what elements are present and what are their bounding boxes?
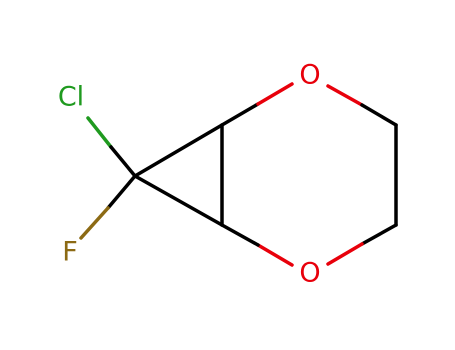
bond-c-cl-carbon <box>109 145 137 178</box>
bond-c-o1-carbon <box>220 102 260 127</box>
bond-c-o1-oxygen <box>256 82 294 106</box>
bond-c-f-carbon <box>106 174 137 210</box>
bond-c-f-halogen <box>79 206 110 240</box>
bond-cyclopropane-top <box>133 123 224 178</box>
atom-label-oxygen-upper: O <box>299 60 320 91</box>
bond-ch2-o2-oxygen <box>326 242 364 266</box>
bond-cyclopropane-bottom <box>133 174 224 227</box>
atom-label-fluorine: F <box>62 237 78 268</box>
bond-o1-ch2-carbon <box>360 103 398 127</box>
bond-o1-ch2-oxygen <box>326 84 364 107</box>
bond-ch2-o2-carbon <box>360 223 398 246</box>
bond-c-o2-carbon <box>220 223 260 247</box>
bond-c-cl-halogen <box>86 116 113 149</box>
bond-c-o2-oxygen <box>256 243 294 267</box>
atom-label-chlorine: Cl <box>58 82 84 113</box>
atom-label-oxygen-lower: O <box>299 258 320 289</box>
